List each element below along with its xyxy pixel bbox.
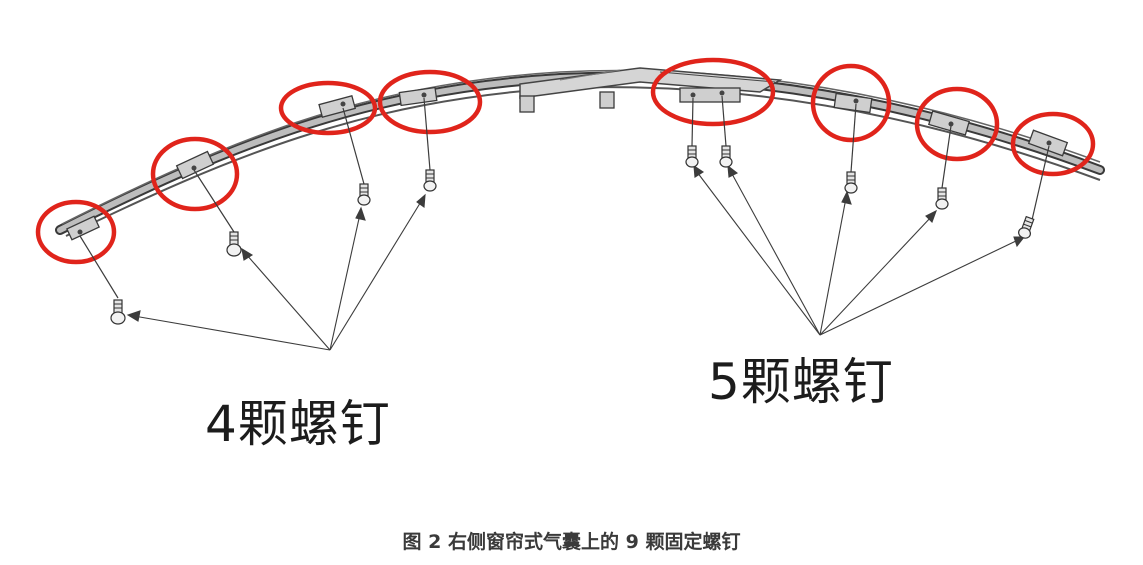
highlight-circle	[650, 57, 776, 127]
screw-icon	[423, 169, 437, 192]
screw-icon	[935, 187, 949, 210]
highlight-circle	[914, 86, 1000, 162]
screw-icon	[1018, 215, 1035, 239]
screw-icon	[110, 299, 126, 325]
screw-icons	[110, 145, 1035, 325]
screw-icon	[226, 231, 242, 257]
screw-icon	[685, 145, 699, 168]
screw-icon	[719, 145, 733, 168]
curtain-airbag-rail	[55, 67, 1105, 237]
right-pointer-arrows	[693, 164, 1026, 336]
bolt-leader-lines	[79, 95, 1050, 299]
figure-caption: 图 2 右侧窗帘式气囊上的 9 颗固定螺钉	[402, 531, 741, 553]
highlight-circle	[810, 63, 892, 143]
screw-icon	[844, 171, 858, 194]
left-screw-count-label: 4颗螺钉	[205, 395, 391, 453]
highlight-circle	[150, 136, 240, 212]
highlight-circles	[35, 57, 1096, 265]
left-pointer-arrows	[126, 193, 426, 351]
right-screw-count-label: 5颗螺钉	[708, 353, 894, 411]
highlight-circle	[377, 69, 483, 135]
bolt-holes	[77, 90, 1052, 235]
highlight-circle	[35, 199, 117, 265]
highlight-circle	[1010, 111, 1096, 177]
screw-icon	[357, 183, 371, 206]
highlight-circle	[278, 80, 378, 136]
